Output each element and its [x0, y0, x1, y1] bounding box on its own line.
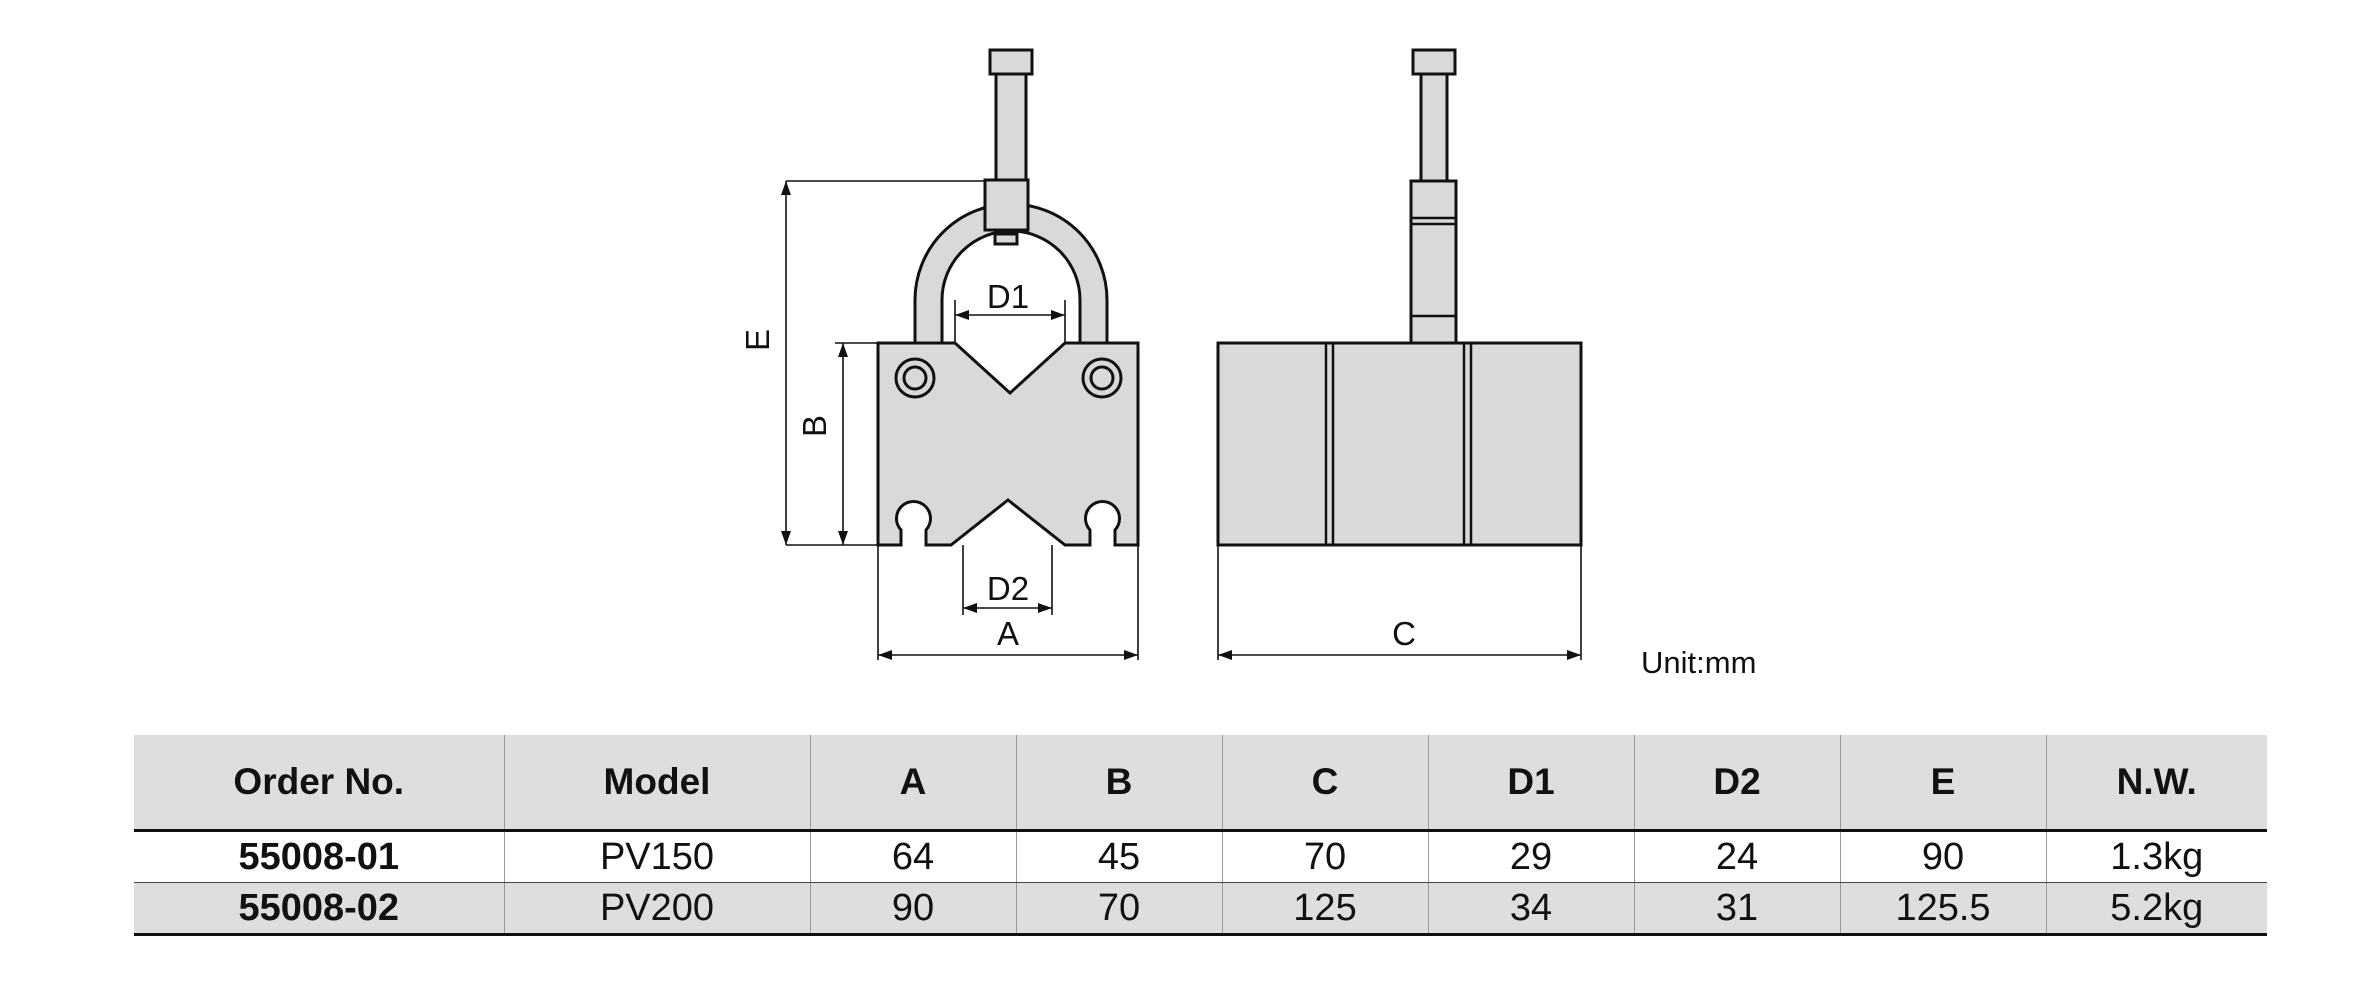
cell-d1: 34	[1427, 882, 1634, 936]
cell-e: 125.5	[1839, 882, 2046, 936]
header-d1: D1	[1427, 735, 1634, 832]
side-dimensions	[1217, 545, 1582, 660]
header-c: C	[1221, 735, 1428, 832]
side-view-lines	[1324, 216, 1473, 545]
side-dimension-arrows	[1218, 650, 1581, 660]
header-d2: D2	[1633, 735, 1840, 832]
table-header-row: Order No. Model A B C D1 D2 E N.W.	[134, 735, 2267, 832]
dim-label-d2: D2	[987, 570, 1029, 607]
cell-order-no: 55008-01	[134, 830, 504, 883]
dim-label-c: C	[1392, 615, 1416, 652]
technical-drawing: E B D1 D2 A C	[739, 48, 1583, 660]
cell-c: 125	[1221, 882, 1428, 936]
cell-d2: 24	[1633, 830, 1840, 883]
cell-c: 70	[1221, 830, 1428, 883]
header-a: A	[809, 735, 1016, 832]
dim-label-e: E	[739, 329, 776, 351]
dim-label-d1: D1	[987, 278, 1029, 315]
header-order-no: Order No.	[134, 735, 504, 832]
cell-nw: 1.3kg	[2045, 830, 2267, 883]
cell-a: 90	[809, 882, 1016, 936]
side-view	[1216, 48, 1583, 547]
header-b: B	[1015, 735, 1222, 832]
cell-b: 70	[1015, 882, 1222, 936]
cell-nw: 5.2kg	[2045, 882, 2267, 936]
dim-label-b: B	[796, 415, 833, 437]
cell-b: 45	[1015, 830, 1222, 883]
cell-model: PV200	[503, 882, 810, 936]
dim-label-a: A	[997, 615, 1019, 652]
front-dimensions	[785, 180, 1139, 660]
cell-e: 90	[1839, 830, 2046, 883]
cell-d2: 31	[1633, 882, 1840, 936]
header-e: E	[1839, 735, 2046, 832]
cell-d1: 29	[1427, 830, 1634, 883]
front-dimension-arrows	[781, 181, 1138, 660]
header-model: Model	[503, 735, 810, 832]
header-nw: N.W.	[2045, 735, 2267, 832]
cell-a: 64	[809, 830, 1016, 883]
front-view	[876, 48, 1140, 547]
cell-model: PV150	[503, 830, 810, 883]
cell-order-no: 55008-02	[134, 882, 504, 936]
table-row: 55008-02 PV200 90 70 125 34 31 125.5 5.2…	[134, 882, 2267, 936]
unit-label: Unit:mm	[1641, 645, 1757, 680]
table-row: 55008-01 PV150 64 45 70 29 24 90 1.3kg	[134, 830, 2267, 883]
spec-table: Order No. Model A B C D1 D2 E N.W. 55008…	[134, 735, 2267, 936]
